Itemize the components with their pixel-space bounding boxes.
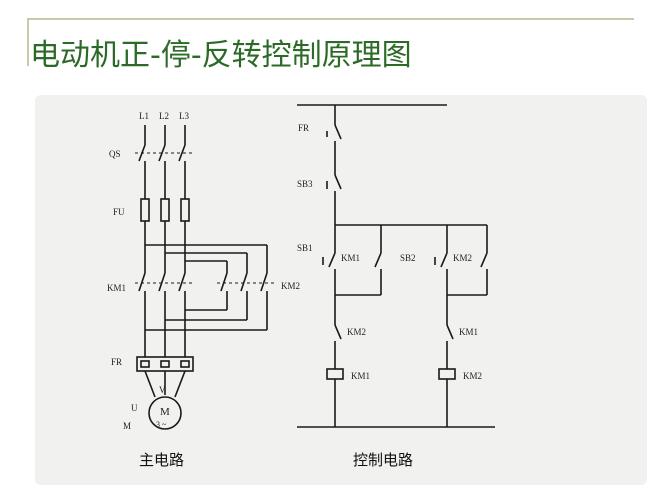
motor-v-label: V	[159, 385, 166, 395]
main-circuit-wiring	[135, 125, 275, 430]
circuit-photo: L1 L2 L3 QS FU KM1 KM2 FR U V M M 3 ~ FR…	[35, 95, 647, 485]
motor-symbol	[148, 396, 182, 430]
motor-m-label: M	[123, 421, 131, 431]
interlock-right-label: KM1	[459, 327, 478, 337]
fr-main-label: FR	[111, 357, 122, 367]
coil-km2-label: KM2	[463, 371, 482, 381]
sb3-label: SB3	[297, 179, 313, 189]
motor-symbol-label: M	[160, 406, 170, 418]
control-circuit-wiring	[297, 104, 495, 428]
phase-label-l2: L2	[159, 111, 169, 121]
slide-title: 电动机正-停-反转控制原理图	[30, 38, 412, 73]
coil-km1-label: KM1	[351, 371, 370, 381]
motor-phase-label: 3 ~	[156, 420, 167, 429]
title-rule-vertical	[27, 18, 29, 66]
phase-label-l3: L3	[179, 111, 189, 121]
km1-main-label: KM1	[107, 283, 126, 293]
fu-label: FU	[113, 207, 125, 217]
control-circuit-caption: 控制电路	[353, 451, 413, 469]
km1-hold-label: KM1	[341, 253, 360, 263]
sb2-label: SB2	[400, 253, 416, 263]
qs-label: QS	[109, 149, 121, 159]
km2-hold-label: KM2	[453, 253, 472, 263]
circuit-diagram: L1 L2 L3 QS FU KM1 KM2 FR U V M M 3 ~ FR…	[107, 104, 495, 469]
phase-label-l1: L1	[139, 111, 149, 121]
interlock-left-label: KM2	[347, 327, 366, 337]
motor-u-label: U	[131, 403, 138, 413]
main-circuit-caption: 主电路	[139, 451, 184, 469]
sb1-label: SB1	[297, 243, 313, 253]
title-rule	[27, 18, 634, 20]
fr-control-label: FR	[298, 123, 309, 133]
km2-main-label: KM2	[281, 281, 300, 291]
